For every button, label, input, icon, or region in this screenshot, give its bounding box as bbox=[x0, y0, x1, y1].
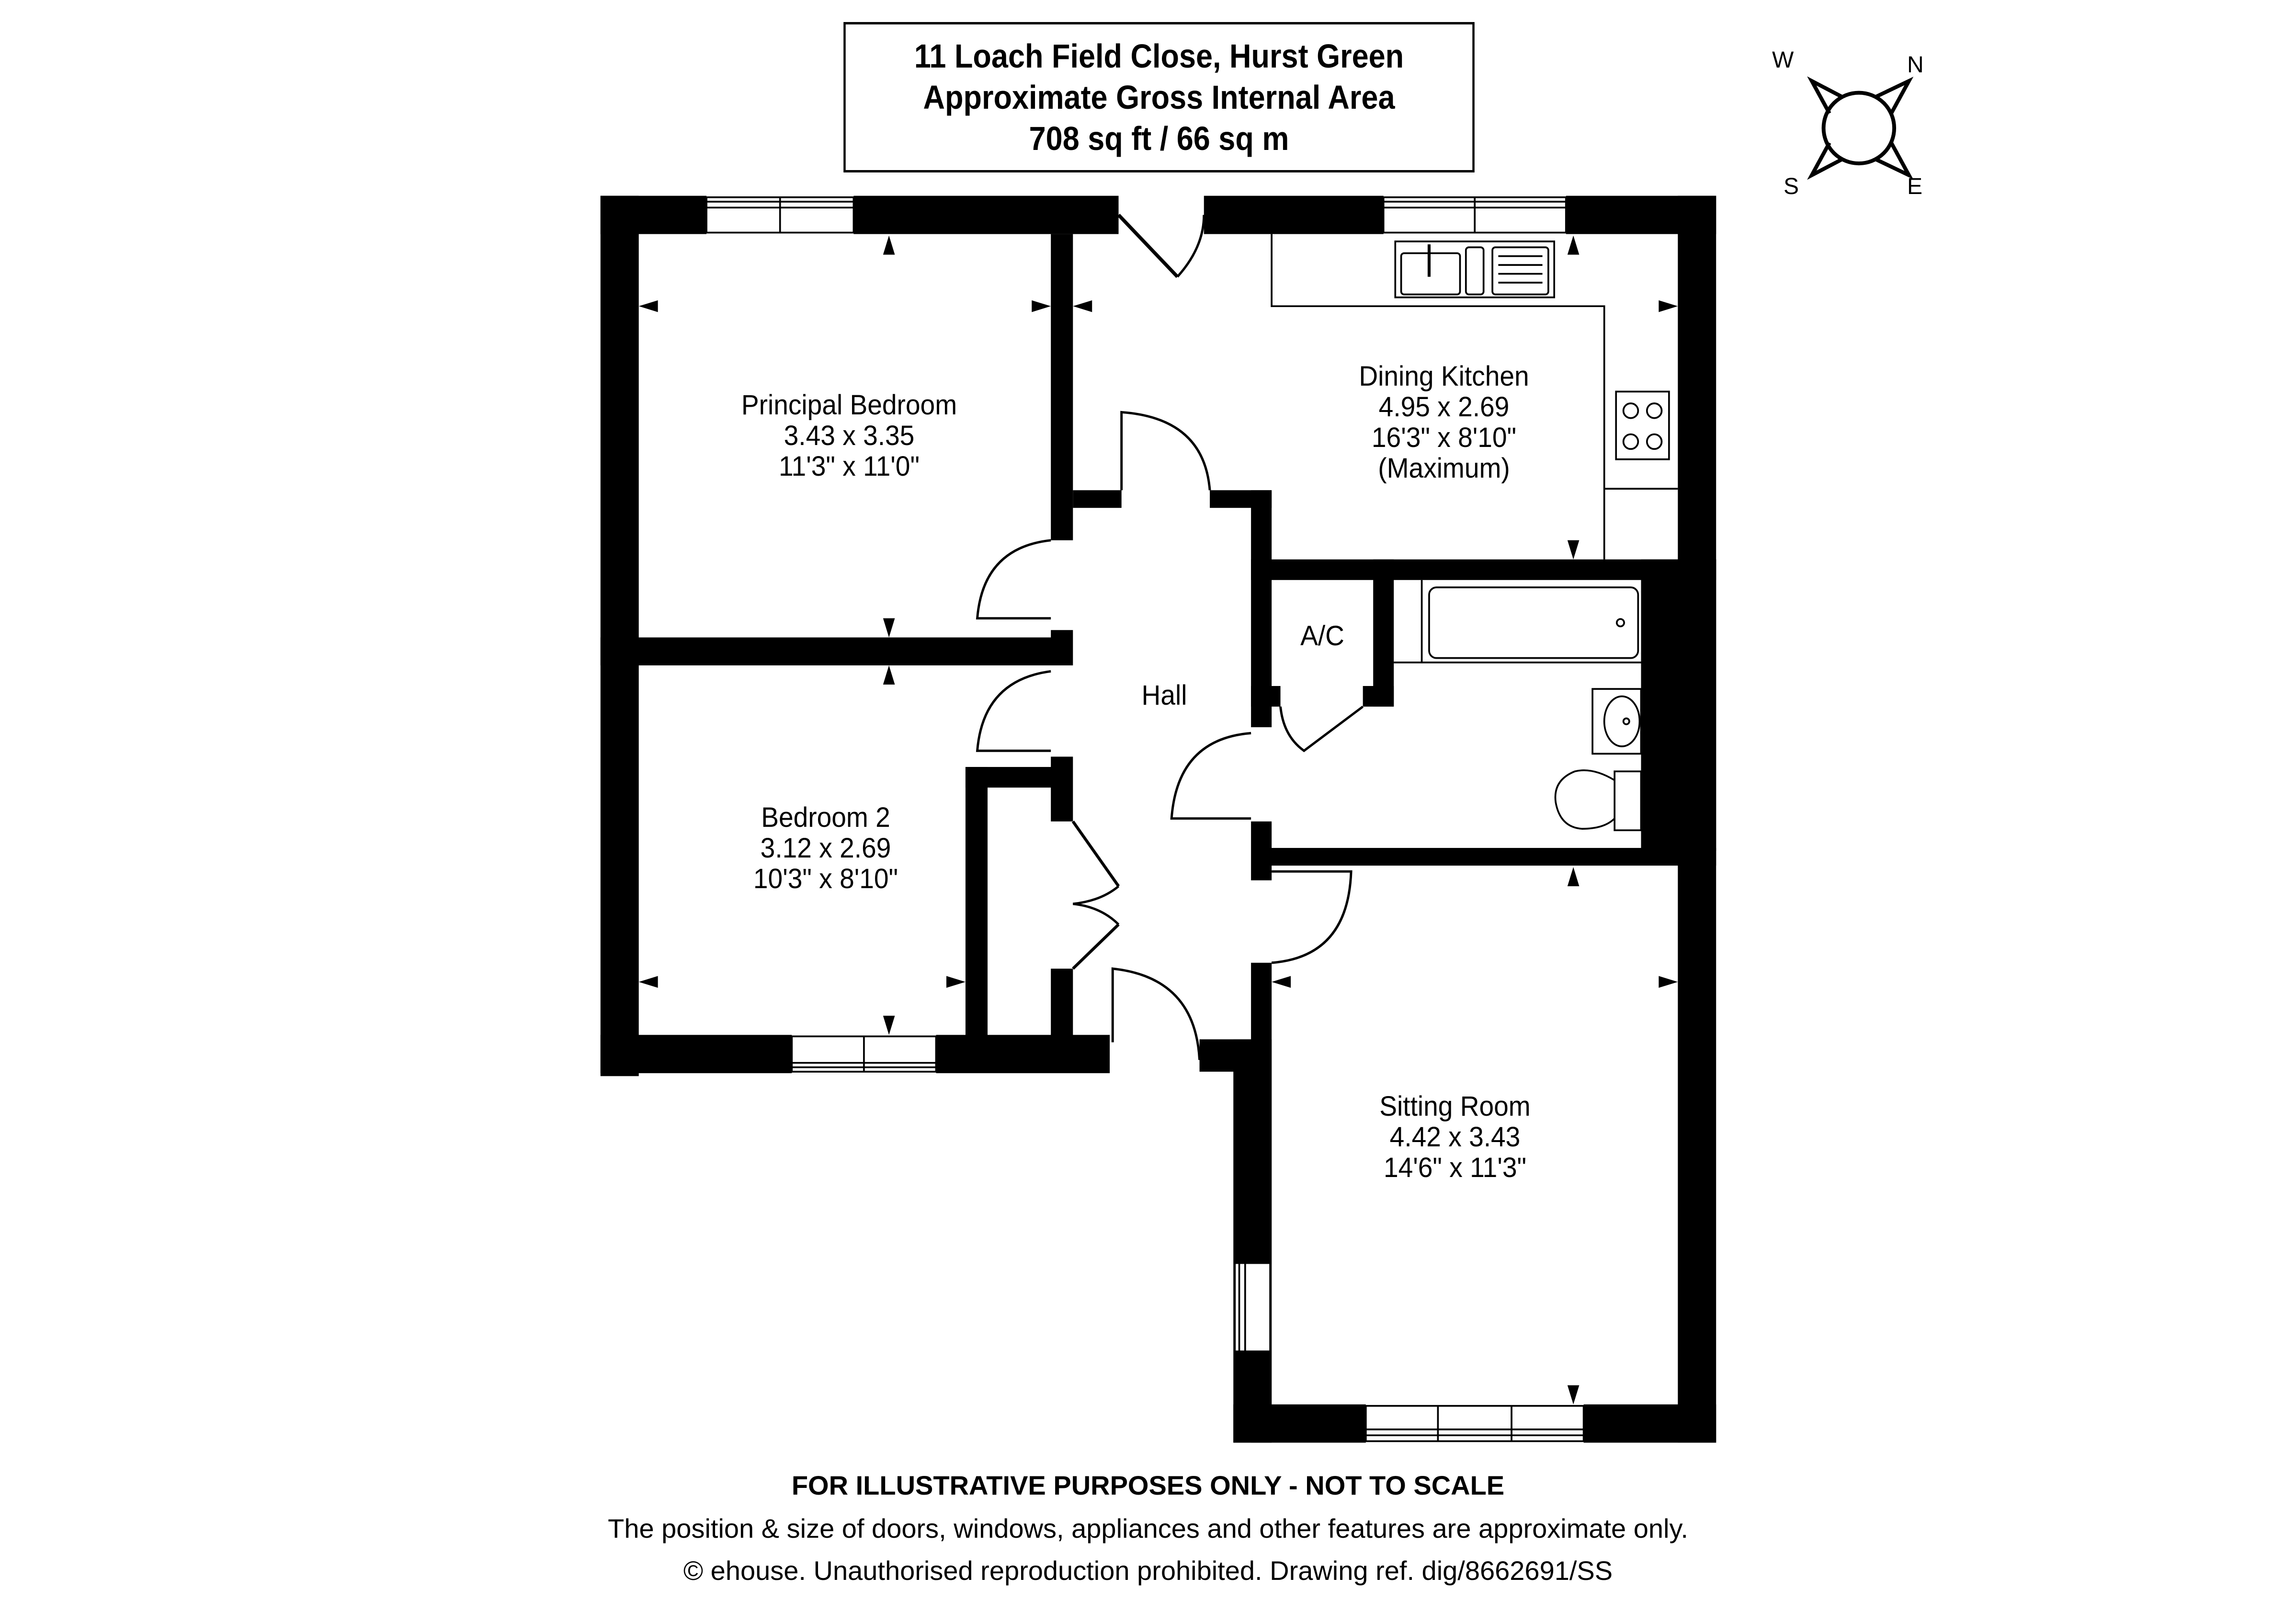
compass-east-label: E bbox=[1907, 174, 1923, 199]
room-imperial: 14'6" x 11'3" bbox=[1383, 1152, 1527, 1183]
room-principal-bedroom: Principal Bedroom 3.43 x 3.35 11'3" x 11… bbox=[741, 390, 957, 482]
compass-south-label: S bbox=[1784, 174, 1799, 199]
room-airing-cupboard: A/C bbox=[1300, 621, 1344, 651]
area-value: 708 sq ft / 66 sq m bbox=[1029, 120, 1289, 157]
room-name: Sitting Room bbox=[1379, 1091, 1531, 1122]
room-imperial: 10'3" x 8'10" bbox=[753, 863, 898, 894]
dimension-arrows bbox=[638, 235, 1678, 1405]
compass-north-label: N bbox=[1907, 52, 1924, 78]
doors bbox=[976, 214, 1364, 1060]
bathroom-fittings bbox=[1394, 580, 1642, 832]
room-metric: 4.42 x 3.43 bbox=[1389, 1121, 1521, 1153]
walls bbox=[600, 195, 1716, 1443]
room-name: Principal Bedroom bbox=[741, 389, 957, 421]
room-bedroom-2: Bedroom 2 3.12 x 2.69 10'3" x 8'10" bbox=[753, 802, 898, 894]
room-name: Dining Kitchen bbox=[1359, 361, 1529, 392]
compass-west-label: W bbox=[1772, 47, 1794, 73]
kitchen-fittings bbox=[1271, 234, 1678, 560]
room-name: Hall bbox=[1141, 680, 1187, 711]
room-name: Bedroom 2 bbox=[761, 802, 890, 833]
room-metric: 3.43 x 3.35 bbox=[784, 420, 915, 451]
room-metric: 4.95 x 2.69 bbox=[1378, 391, 1510, 423]
copyright-notice: © ehouse. Unauthorised reproduction proh… bbox=[683, 1555, 1613, 1586]
room-name: A/C bbox=[1300, 620, 1344, 651]
room-hall: Hall bbox=[1142, 680, 1187, 711]
windows bbox=[705, 196, 1585, 1442]
compass-rose-icon bbox=[1807, 76, 1914, 180]
room-imperial: 16'3" x 8'10" bbox=[1371, 422, 1517, 453]
room-dining-kitchen: Dining Kitchen 4.95 x 2.69 16'3" x 8'10"… bbox=[1359, 361, 1529, 484]
title-box: 11 Loach Field Close, Hurst Green Approx… bbox=[843, 22, 1475, 172]
property-address: 11 Loach Field Close, Hurst Green bbox=[914, 37, 1404, 75]
room-sitting-room: Sitting Room 4.42 x 3.43 14'6" x 11'3" bbox=[1379, 1091, 1530, 1183]
area-label: Approximate Gross Internal Area bbox=[923, 79, 1395, 116]
room-imperial: 11'3" x 11'0" bbox=[778, 451, 920, 482]
disclaimer-heading: FOR ILLUSTRATIVE PURPOSES ONLY - NOT TO … bbox=[791, 1470, 1505, 1500]
room-metric: 3.12 x 2.69 bbox=[760, 833, 891, 864]
room-note: (Maximum) bbox=[1378, 453, 1510, 484]
disclaimer-note: The position & size of doors, windows, a… bbox=[608, 1513, 1688, 1543]
